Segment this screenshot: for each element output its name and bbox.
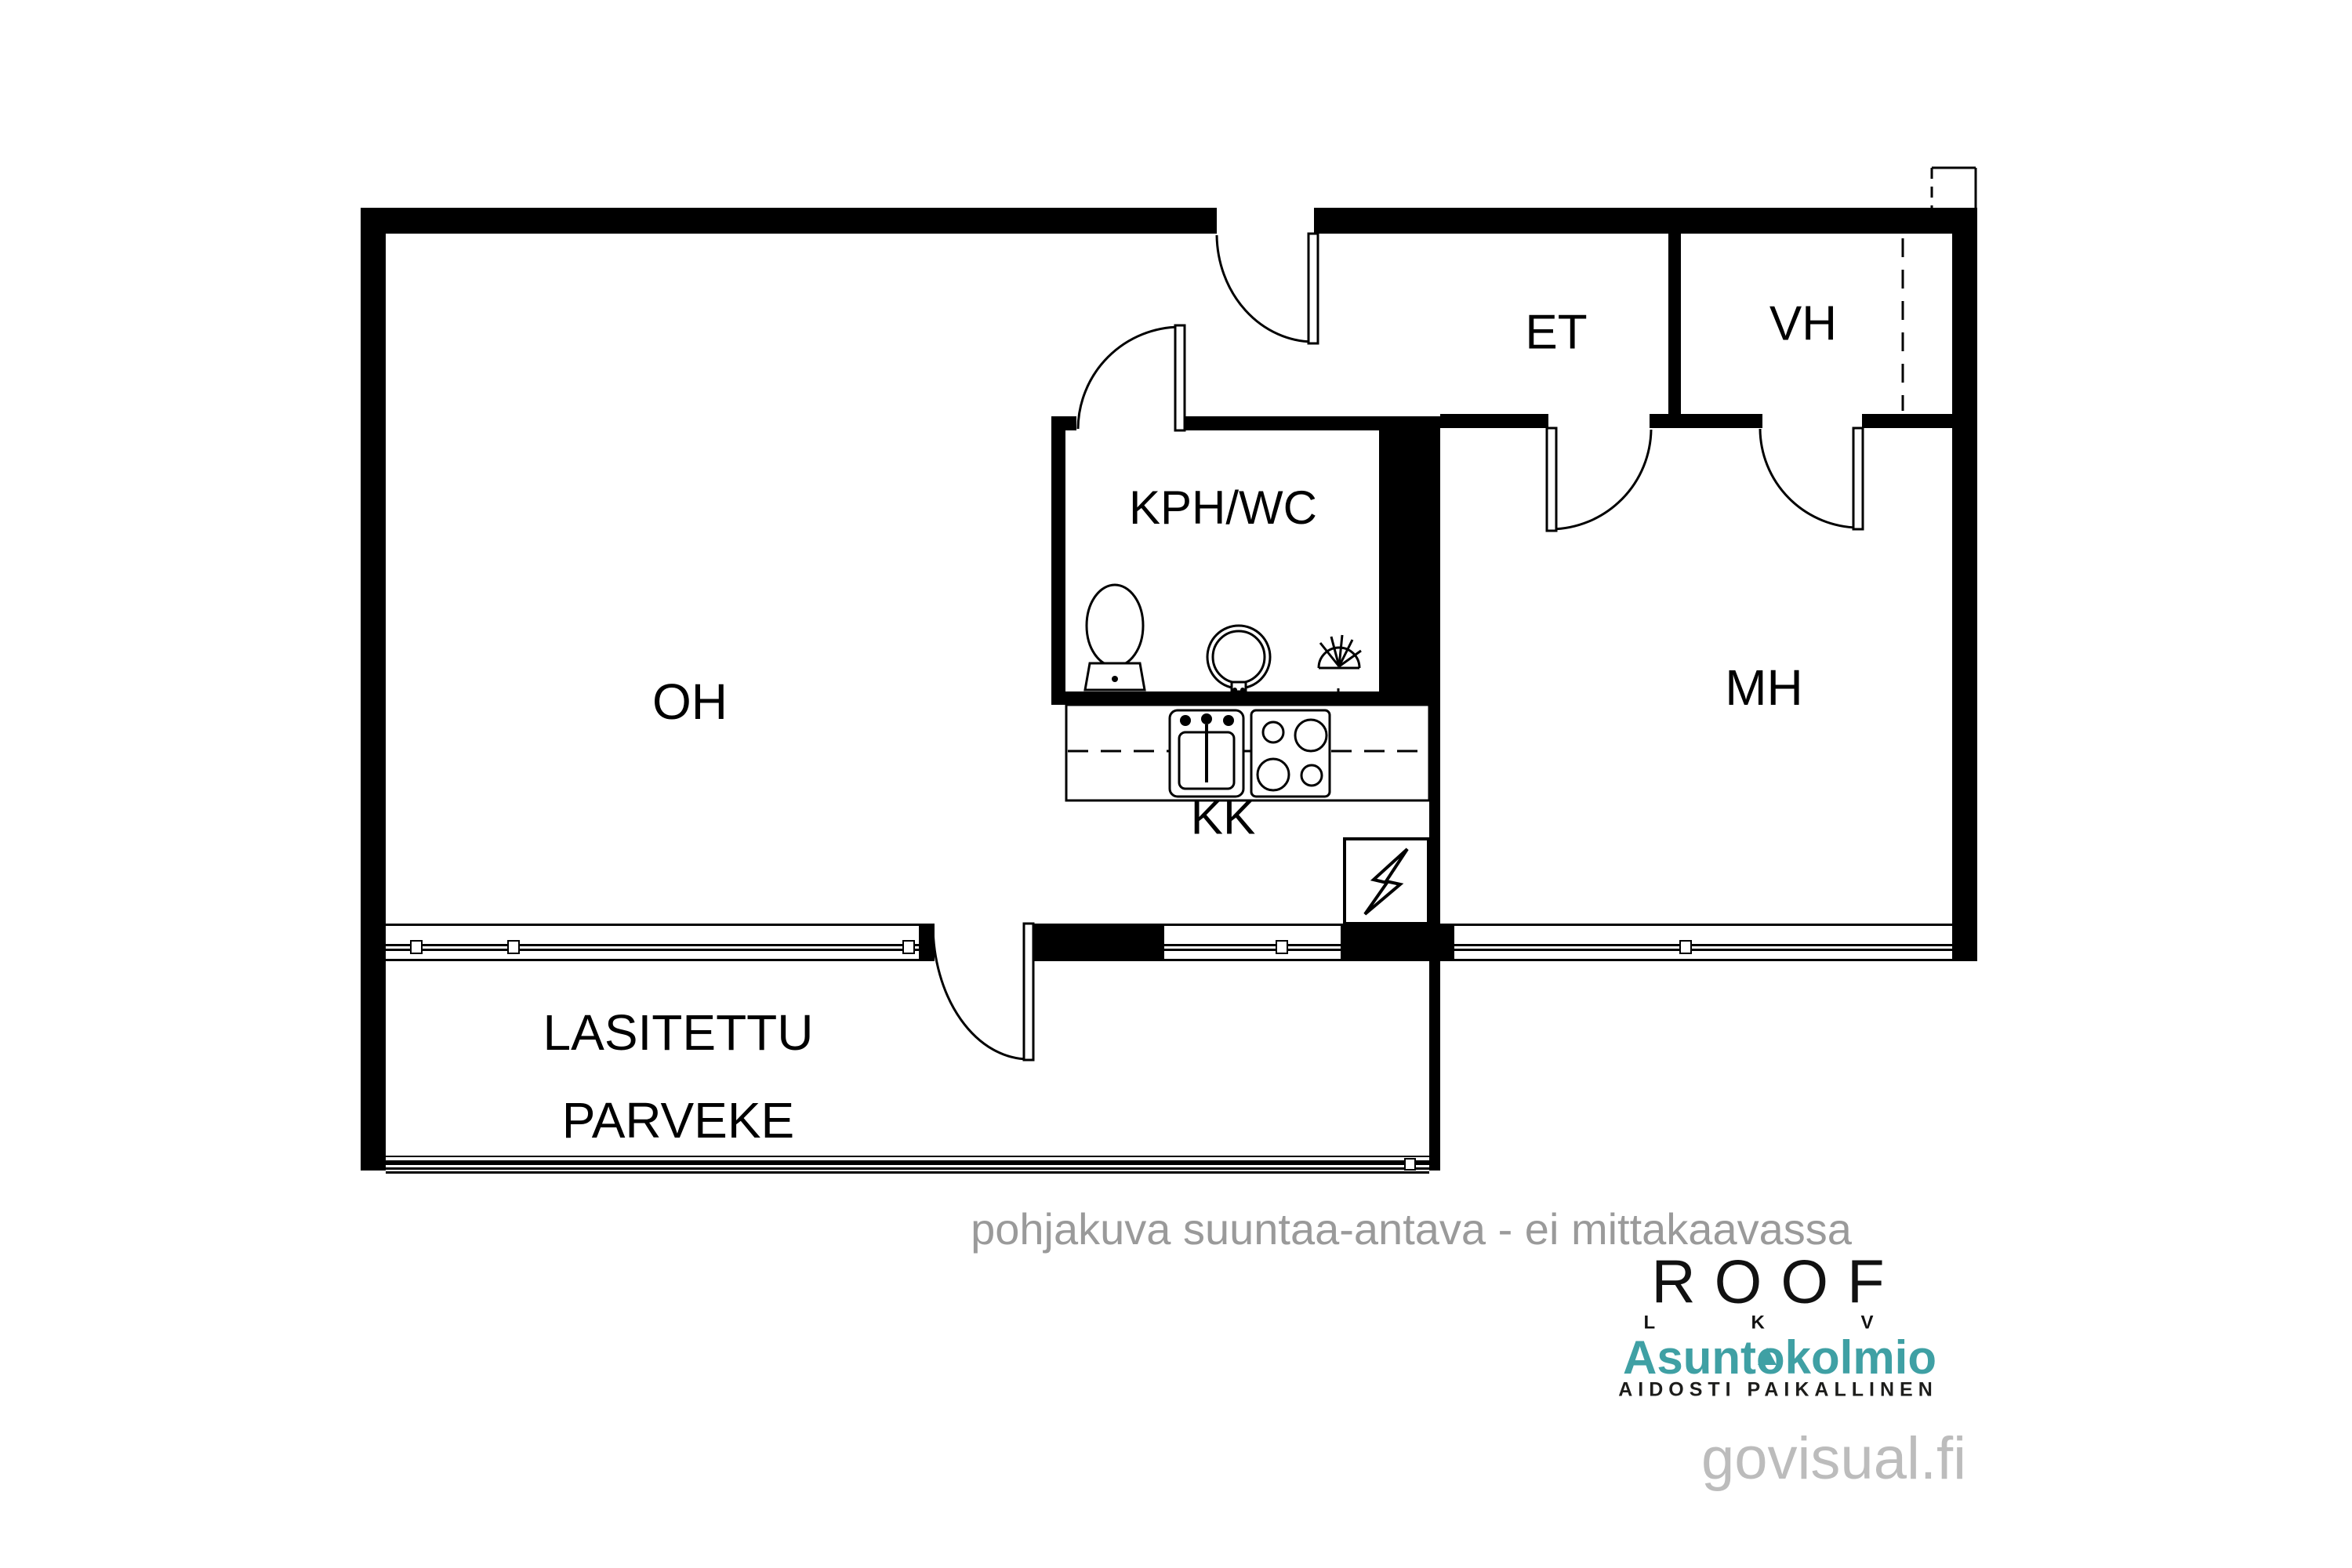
pier-balcony-door-left bbox=[919, 924, 935, 961]
wall-top-left bbox=[361, 208, 1217, 234]
window-mullion bbox=[507, 940, 520, 954]
roof-logo-text: ROOF bbox=[1651, 1247, 1903, 1316]
roof-lkv-logo: ROOF L K V bbox=[1644, 1247, 1919, 1334]
wall-left bbox=[361, 208, 386, 961]
electrical-panel-icon bbox=[1343, 837, 1430, 925]
window-mh bbox=[1454, 924, 1952, 961]
door-swing-arc bbox=[1551, 429, 1653, 531]
wall-top-right bbox=[1314, 208, 1977, 234]
wall-et-mh-right bbox=[1650, 414, 1668, 428]
kitchen-sink-icon bbox=[1168, 709, 1245, 798]
kph-wc-door bbox=[1076, 324, 1186, 432]
wall-et-vh bbox=[1668, 234, 1681, 414]
doors bbox=[931, 232, 1864, 1062]
asuntokolmio-logo-text: Asuntokolmio bbox=[1623, 1331, 1936, 1384]
asuntokolmio-triangle-icon bbox=[1758, 1348, 1777, 1365]
duct-notch bbox=[1930, 166, 1977, 208]
kitchen bbox=[1065, 703, 1431, 802]
door-leaf bbox=[1852, 426, 1864, 531]
window-mullion bbox=[902, 940, 915, 954]
room-label-kk: KK bbox=[1191, 790, 1256, 844]
wall-kph-top bbox=[1181, 416, 1379, 430]
room-label-parveke-line1: LASITETTU bbox=[543, 1004, 814, 1061]
room-label-mh: MH bbox=[1725, 659, 1803, 716]
wall-right bbox=[1952, 208, 1977, 961]
glazing-mullion bbox=[1404, 1158, 1416, 1171]
bathroom-fixtures bbox=[1083, 583, 1362, 699]
room-label-parveke-line2: PARVEKE bbox=[562, 1092, 794, 1149]
wall-vh-bottom-left bbox=[1668, 414, 1762, 428]
window-oh bbox=[386, 924, 919, 961]
watermark-text: govisual.fi bbox=[1701, 1425, 1966, 1492]
stove-icon bbox=[1250, 709, 1331, 798]
walls bbox=[361, 208, 1977, 1171]
window-mullion bbox=[410, 940, 423, 954]
balcony-glazing bbox=[386, 1156, 1429, 1174]
wall-vh-bottom-right bbox=[1862, 414, 1952, 428]
disclaimer-text: pohjakuva suuntaa-antava - ei mittakaava… bbox=[971, 1204, 1853, 1254]
wall-kph-bottom bbox=[1051, 691, 1379, 705]
pier-junction bbox=[1341, 924, 1454, 961]
wall-et-mh-left bbox=[1440, 414, 1548, 428]
wall-balcony-left bbox=[361, 961, 386, 1171]
door-leaf bbox=[1174, 324, 1186, 432]
door-leaf bbox=[1545, 426, 1558, 532]
wall-shaft-column bbox=[1379, 416, 1440, 705]
floor-drain-icon bbox=[1317, 634, 1362, 699]
door-swing-arc bbox=[1215, 234, 1314, 343]
mh-door bbox=[1545, 426, 1653, 532]
kitchen-counter bbox=[1065, 703, 1431, 802]
door-leaf bbox=[1022, 922, 1035, 1062]
balcony-door bbox=[931, 922, 1035, 1062]
window-mullion bbox=[1679, 940, 1692, 954]
washbasin-icon bbox=[1206, 624, 1272, 693]
wall-kph-left bbox=[1051, 416, 1065, 705]
door-swing-arc bbox=[1759, 428, 1859, 529]
toilet-icon bbox=[1083, 583, 1146, 691]
room-label-kph-wc: KPH/WC bbox=[1129, 481, 1317, 534]
windows bbox=[386, 924, 1952, 961]
vh-door bbox=[1759, 426, 1864, 531]
window-mullion bbox=[1276, 940, 1288, 954]
window-kk bbox=[1164, 924, 1341, 961]
asuntokolmio-tagline: AIDOSTI PAIKALLINEN bbox=[1618, 1379, 1938, 1401]
pier-balcony-door-right bbox=[1033, 924, 1164, 961]
room-label-vh: VH bbox=[1769, 296, 1837, 350]
roof-logo-subtitle: L K V bbox=[1644, 1312, 1919, 1333]
door-leaf bbox=[1307, 232, 1319, 345]
room-label-oh: OH bbox=[652, 673, 728, 730]
asuntokolmio-logo: Asuntokolmio AIDOSTI PAIKALLINEN bbox=[1618, 1331, 1938, 1401]
room-label-et: ET bbox=[1525, 305, 1587, 359]
door-swing-arc bbox=[1076, 325, 1181, 430]
door-swing-arc bbox=[931, 924, 1029, 1061]
entrance-door bbox=[1215, 232, 1319, 345]
